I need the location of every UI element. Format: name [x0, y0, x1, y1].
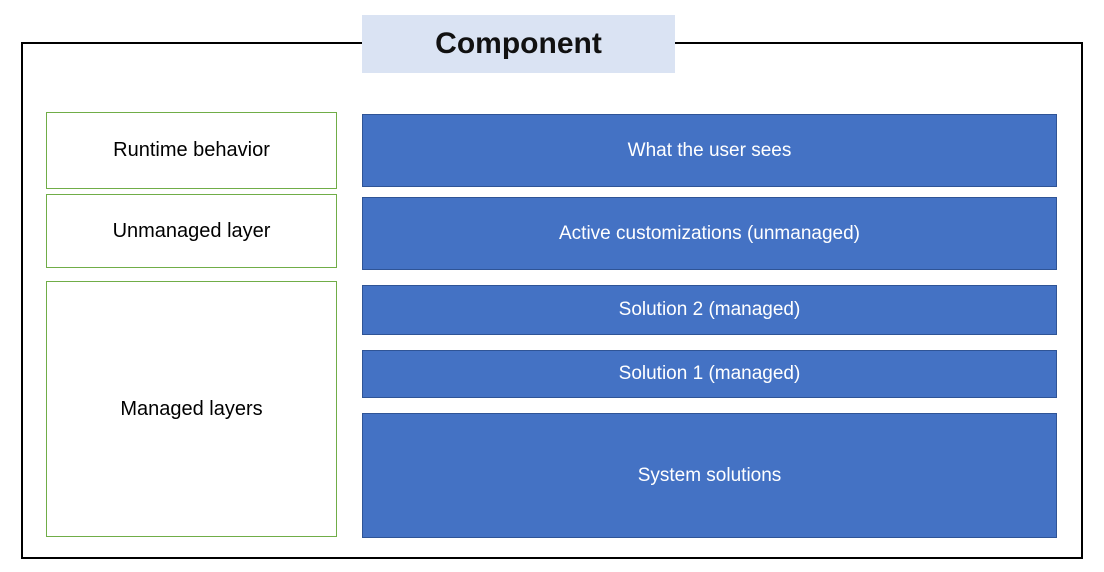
unmanaged-layer-label-box: Unmanaged layer [46, 194, 337, 268]
unmanaged-layer-label: Unmanaged layer [112, 219, 271, 242]
layer-box-system-solutions: System solutions [362, 413, 1057, 538]
layer-label-active-customizations: Active customizations (unmanaged) [559, 222, 860, 244]
layer-label-solution-1: Solution 1 (managed) [618, 363, 801, 384]
layer-label-system-solutions: System solutions [637, 464, 782, 486]
component-title-box: Component [362, 15, 675, 73]
managed-layers-label-box: Managed layers [46, 281, 337, 537]
layer-box-what-the-user-sees: What the user sees [362, 114, 1057, 187]
layer-box-solution-2: Solution 2 (managed) [362, 285, 1057, 335]
layer-box-active-customizations: Active customizations (unmanaged) [362, 197, 1057, 270]
runtime-behavior-label-box: Runtime behavior [46, 112, 337, 189]
layer-label-what-the-user-sees: What the user sees [627, 139, 792, 161]
layer-box-solution-1: Solution 1 (managed) [362, 350, 1057, 398]
runtime-behavior-label: Runtime behavior [113, 139, 270, 161]
component-title: Component [435, 27, 602, 60]
managed-layers-label: Managed layers [120, 397, 263, 420]
layer-label-solution-2: Solution 2 (managed) [618, 299, 801, 320]
